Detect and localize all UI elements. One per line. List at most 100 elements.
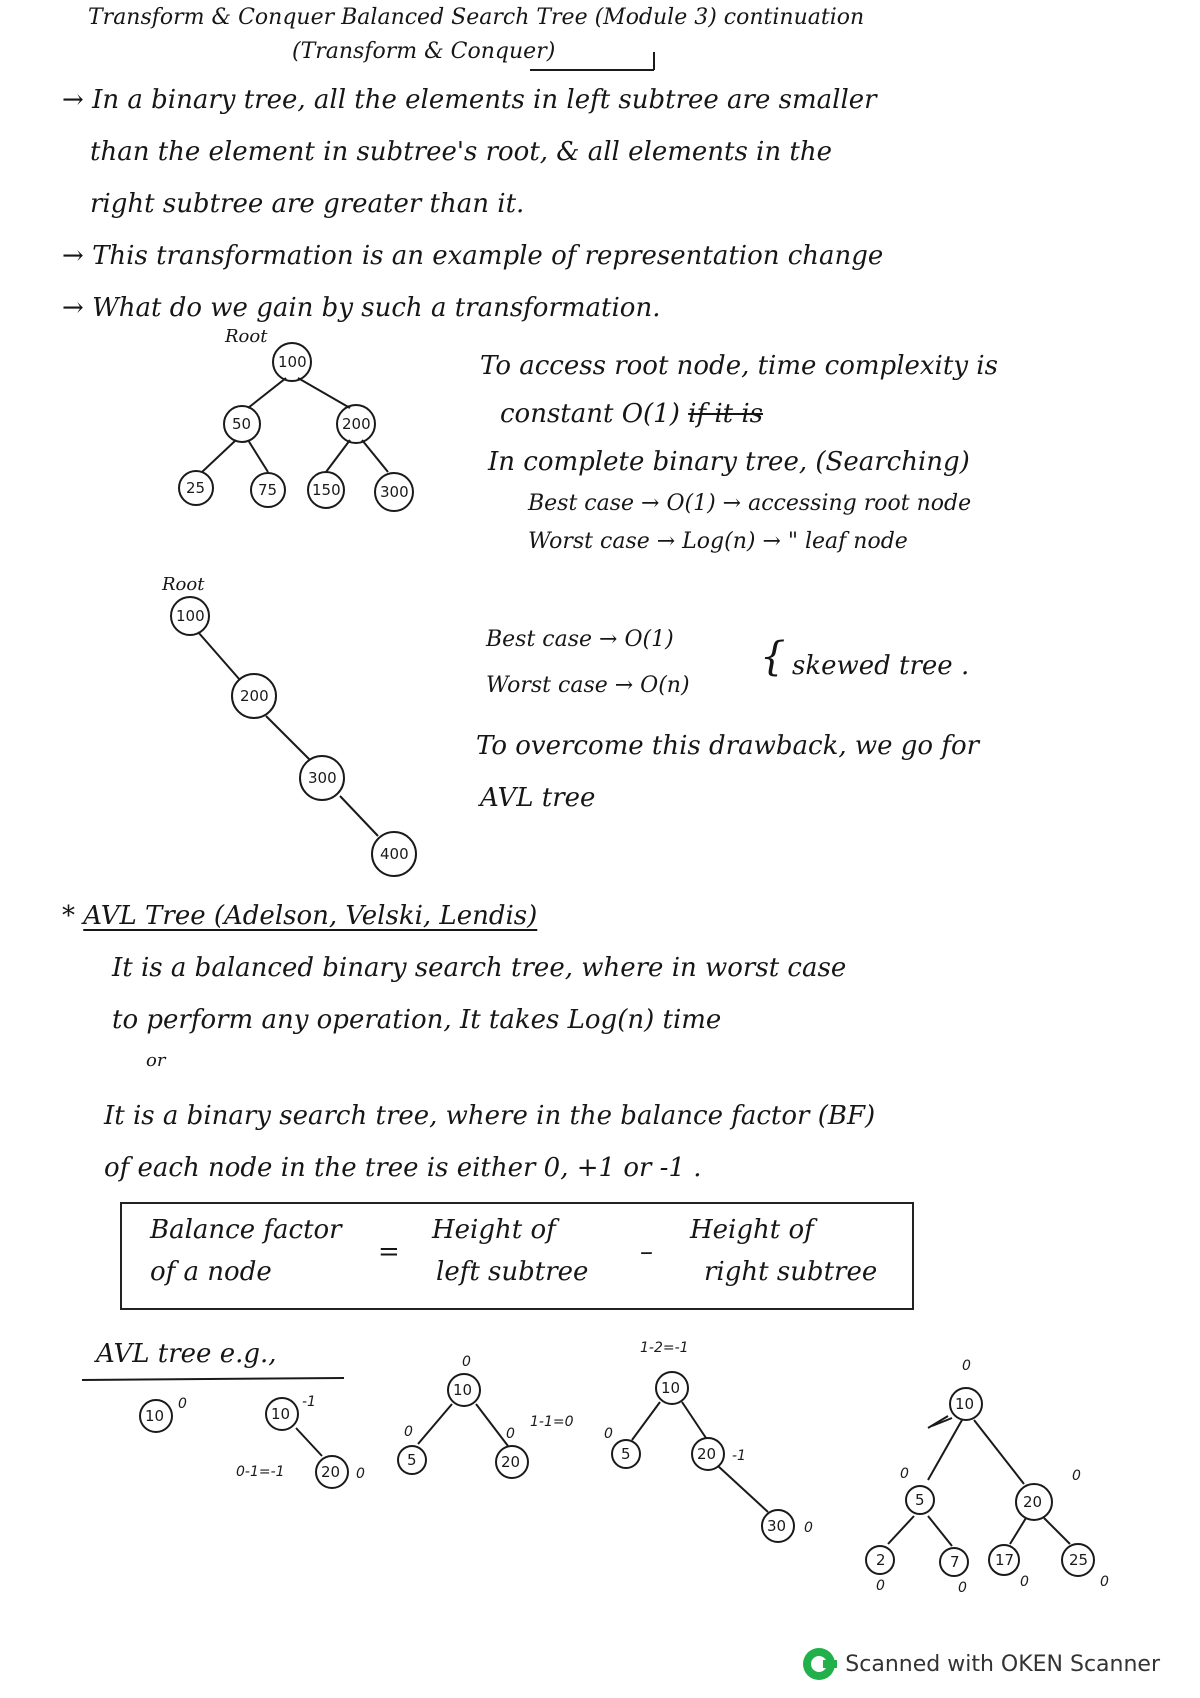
ex3-root-bf: 0 [462,1354,471,1370]
avl-definition-2: to perform any operation, It takes Log(n… [112,1005,722,1035]
note-complete: In complete binary tree, (Searching) [488,447,970,477]
tree1-node-label: 200 [342,415,371,433]
note-constant: constant O(1) if it is [500,399,764,429]
ex3-left-label: 5 [407,1451,417,1469]
ex3-left [397,1445,427,1475]
scanner-watermark-text: Scanned with OKEN Scanner [845,1651,1160,1677]
formula-minus: – [640,1237,653,1267]
note-root-access: To access root node, time complexity is [480,351,998,381]
avl-definition-1: It is a balanced binary search tree, whe… [112,953,847,983]
tree1-node [374,472,414,512]
ex3-root [447,1373,481,1407]
tree1-node [307,471,345,509]
ex5-lr [939,1547,969,1577]
balance-factor-formula-box [120,1202,914,1310]
ex4-left-bf: 0 [604,1426,613,1442]
tree1-root-label: Root [225,326,268,347]
avl-or: or [146,1050,166,1071]
tree2-node [170,596,210,636]
avl-examples-label: AVL tree e.g., [96,1339,277,1369]
ex5-right [1015,1483,1053,1521]
tree2-root-label: Root [162,574,205,595]
ex2-root [265,1397,299,1431]
tree2-node-label: 400 [380,845,409,863]
bullet-2: → This transformation is an example of r… [62,241,884,271]
ex3-right-label: 20 [501,1453,520,1471]
ex5-leaf-bf: 0 [1100,1574,1109,1590]
ex5-right-bf: 0 [1072,1468,1081,1484]
formula-term2-a: Height of [690,1215,814,1245]
tree1-diagram: 100 50 200 25 75 150 300 [178,342,414,512]
page-subtitle: (Transform & Conquer) [292,39,556,64]
ex2-calc: 0-1=-1 [236,1464,285,1480]
ex2-child [315,1455,349,1489]
formula-lhs-2: of a node [150,1257,272,1287]
ex1-bf: 0 [178,1396,187,1412]
formula-term2-b: right subtree [704,1257,878,1287]
ex3-right-bf: 0 [506,1426,515,1442]
ex5-rl [988,1544,1020,1576]
ex1-node [139,1399,173,1433]
tree2-node-label: 300 [308,769,337,787]
ex5-rr-label: 25 [1069,1551,1088,1569]
ex2-root-bf: -1 [302,1394,316,1410]
tree1-node [272,342,312,382]
ex5-left-bf: 0 [900,1466,909,1482]
note-overcome-2: AVL tree [480,783,596,813]
oken-scanner-logo-icon [803,1648,838,1680]
ex5-leaf-bf: 0 [1020,1574,1029,1590]
ex4-calc: 1-2=-1 [640,1340,689,1356]
ex5-left-label: 5 [915,1491,925,1509]
ex5-ll-label: 2 [876,1551,886,1569]
bullet-1-line-2: than the element in subtree's root, & al… [90,137,832,167]
tree1-node-label: 50 [232,415,251,433]
ex4-rr [761,1509,795,1543]
note-best: Best case → O(1) → accessing root node [528,491,972,516]
ex5-ll [865,1545,895,1575]
ex5-root-bf: 0 [962,1358,971,1374]
ex5-lr-label: 7 [950,1553,960,1571]
tree1-node [250,472,286,508]
tree1-node-label: 100 [278,353,307,371]
note-skew-best: Best case → O(1) [486,627,674,652]
tree2-node [299,755,345,801]
ex4-rr-label: 30 [767,1517,786,1535]
formula-equals: = [378,1237,400,1267]
subtitle-underline [530,52,655,71]
bullet-3: → What do we gain by such a transformati… [62,293,661,323]
ex5-rl-label: 17 [995,1551,1014,1569]
note-skew-brace: { [760,634,786,680]
formula-term1-a: Height of [432,1215,556,1245]
tree2-node-label: 100 [176,607,205,625]
ex5-right-label: 20 [1023,1493,1042,1511]
ex3-root-label: 10 [453,1381,472,1399]
ex4-left [611,1439,641,1469]
tree1-node [223,405,261,443]
ex5-left [905,1485,935,1515]
tree2-node-label: 200 [240,687,269,705]
scanner-watermark: Scanned with OKEN Scanner [803,1648,1160,1680]
tree1-node [336,404,376,444]
avl-definition-3: It is a binary search tree, where in the… [104,1101,876,1131]
note-overcome-1: To overcome this drawback, we go for [476,731,980,761]
tree2-node [231,673,277,719]
tree1-node-label: 150 [312,481,341,499]
tree1-node [178,470,214,506]
page-title: Transform & Conquer Balanced Search Tree… [88,5,865,30]
ex5-root [949,1387,983,1421]
ex5-leaf-bf: 0 [958,1580,967,1596]
ex4-right [691,1437,725,1471]
ex2-child-label: 20 [321,1463,340,1481]
tree1-node-label: 300 [380,483,409,501]
ex3-calc: 1-1=0 [530,1414,574,1430]
formula-lhs-1: Balance factor [150,1215,342,1245]
tree1-node-label: 75 [258,481,277,499]
tree1-node-label: 25 [186,479,205,497]
ex3-right [495,1445,529,1479]
bullet-1-line-3: right subtree are greater than it. [90,189,525,219]
note-worst: Worst case → Log(n) → " leaf node [528,529,908,554]
avl-definition-4: of each node in the tree is either 0, +1… [104,1153,702,1183]
ex5-root-label: 10 [955,1395,974,1413]
avl-examples-diagram: 10 0 10 -1 20 0 0-1=-1 10 0 1-1=0 5 0 20… [139,1340,1109,1596]
ex4-left-label: 5 [621,1445,631,1463]
